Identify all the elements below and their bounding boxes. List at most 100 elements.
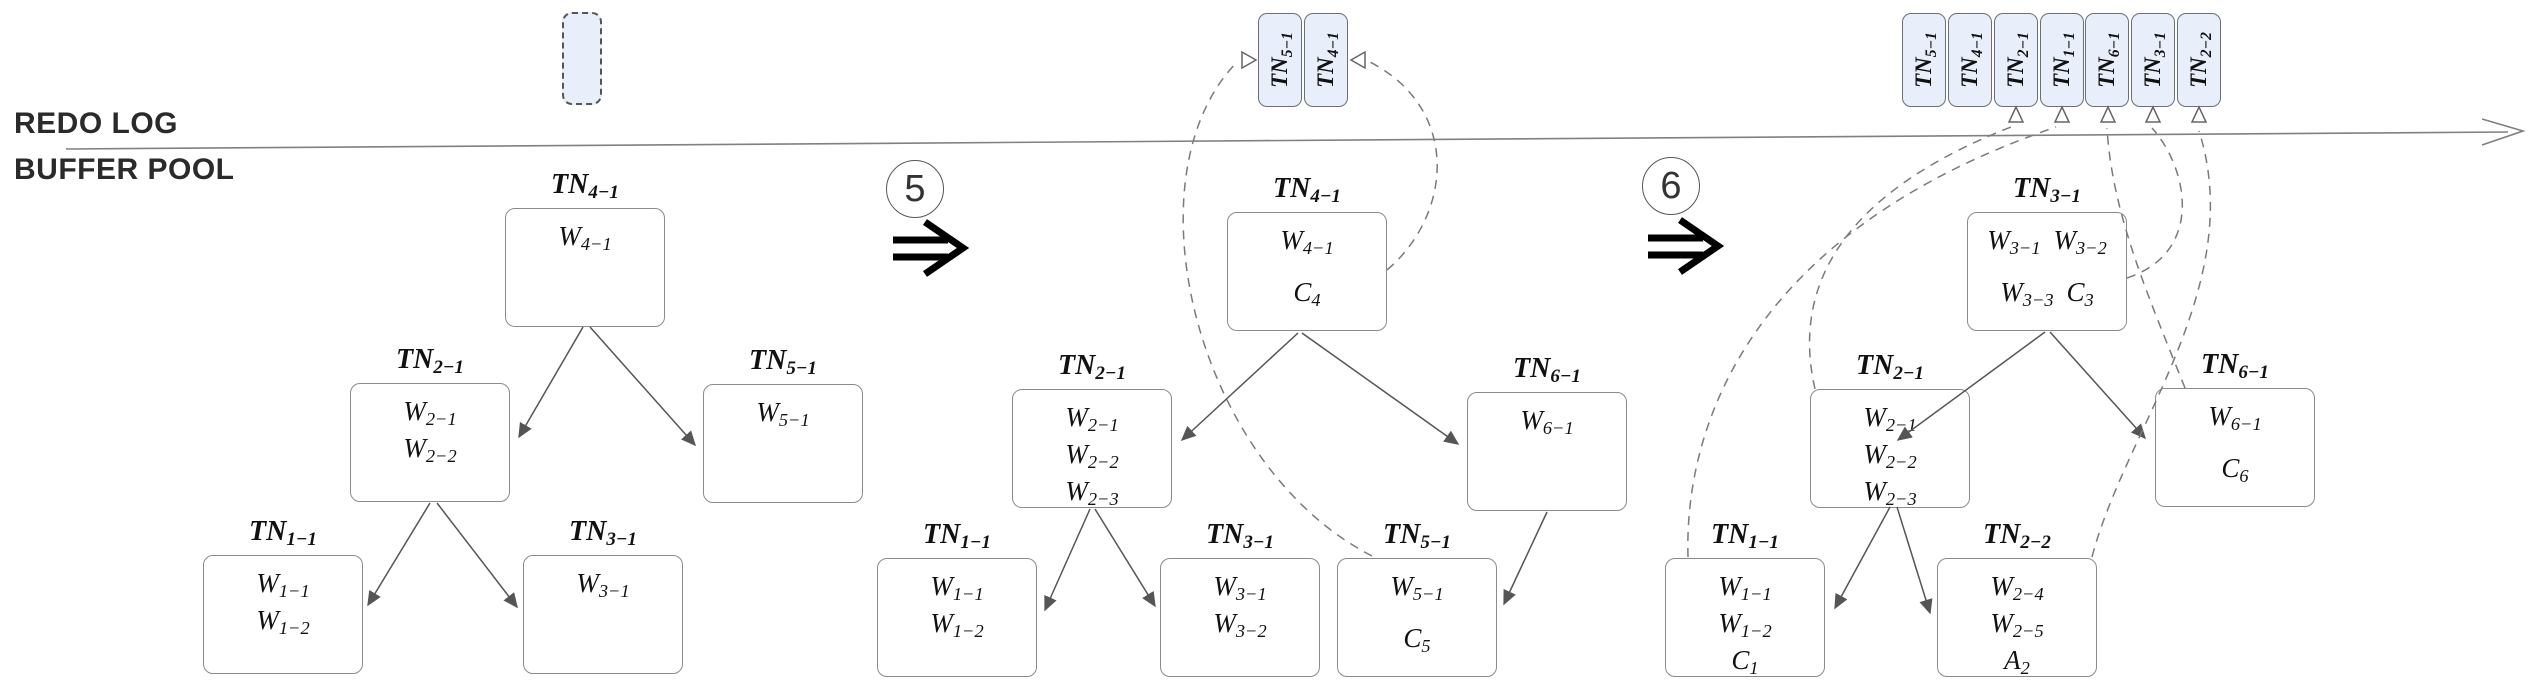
node-record-row: W1−2 [204,602,362,639]
tree1-edges [367,326,696,609]
tree2-edges [1044,332,1548,612]
tree-node-t1-tn5-1: W5−1 [703,384,863,503]
node-record: C3 [2066,277,2094,310]
redo-log-axis [65,118,2526,150]
tree-node-t2-tn6-1: W6−1 [1467,392,1627,511]
node-record: W1−1 [256,568,310,601]
node-record: A2 [2004,645,2030,678]
redo-log-label: REDO LOG [14,107,179,140]
node-record: W5−1 [1390,571,1444,604]
node-record-row: W2−4 [1938,568,2096,605]
redo-entry-right-TN6−1: TN6−1 [2085,13,2129,107]
node-record-row: W4−1 [1228,222,1386,259]
node-label-text: TN2−2 [1983,519,2051,553]
tree3-edges [1834,331,2147,615]
node-record-row: W1−2 [878,605,1036,642]
node-label-t2-tn6-1: TN6−1 [1457,353,1637,387]
node-record: W2−2 [403,433,457,466]
node-label-text: TN2−1 [1058,350,1126,384]
node-record-row: W2−3 [1013,473,1171,510]
node-record-row: W2−2 [351,430,509,467]
node-label-text: TN2−1 [396,344,464,378]
node-label-text: TN3−1 [1206,519,1274,553]
node-label-t2-tn1-1: TN1−1 [867,520,1047,553]
step-6-badge: 6 [1642,157,1700,215]
node-record: W2−4 [1990,571,2044,604]
node-label-t1-tn4-1: TN4−1 [495,170,675,203]
node-label-t3-tn1-1: TN1−1 [1655,520,1835,553]
node-record-row: W5−1 [1338,568,1496,605]
node-label-t1-tn2-1: TN2−1 [340,344,520,378]
node-label-text: TN6−1 [1513,353,1581,387]
node-record: W6−1 [1520,405,1574,438]
node-record: W1−1 [1718,571,1772,604]
step-6-number: 6 [1660,164,1682,207]
node-record: W2−2 [1065,439,1119,472]
node-label-t2-tn5-1: TN5−1 [1327,519,1507,553]
node-record-row: W3−1 [1161,568,1319,605]
node-record-row: W1−1 [204,565,362,602]
node-record: W3−1 [1213,571,1267,604]
node-label-t2-tn2-1: TN2−1 [1002,350,1182,384]
node-record: W3−1 [1987,225,2041,258]
node-label-text: TN2−1 [1856,350,1924,384]
node-record-row: W2−1 [351,393,509,430]
flush-curves-middle [1182,50,1438,557]
node-record-row: W3−2 [1161,605,1319,642]
node-label-t1-tn1-1: TN1−1 [193,516,373,550]
node-record-row: C1 [1666,642,1824,679]
node-label-t1-tn3-1: TN3−1 [513,517,693,550]
node-label-t2-tn4-1: TN4−1 [1217,174,1397,207]
node-record: W1−2 [1718,608,1772,641]
node-record: W3−2 [2053,225,2107,258]
node-record-row: W4−1 [506,218,664,255]
node-record-row: W2−5 [1938,605,2096,642]
tree-node-t1-tn3-1: W3−1 [523,555,683,674]
node-record-row: C5 [1338,620,1496,657]
step-5-number: 5 [904,167,926,210]
node-label-t3-tn3-1: TN3−1 [1957,174,2137,207]
node-record: W2−5 [1990,608,2044,641]
double-arrow-icon-5 [893,219,970,277]
node-record: W4−1 [558,221,612,254]
node-record: W1−1 [930,571,984,604]
node-label-text: TN1−1 [249,516,317,550]
redo-entry-right-TN4−1: TN4−1 [1948,13,1992,107]
node-record: W2−1 [403,396,457,429]
redo-entry-mid-TN4−1: TN4−1 [1304,13,1348,107]
node-label-t2-tn3-1: TN3−1 [1150,519,1330,553]
buffer-pool-label: BUFFER POOL [14,153,235,186]
redo-entry-right-TN2−2: TN2−2 [2177,13,2221,107]
node-label-t3-tn6-1: TN6−1 [2145,350,2325,383]
node-record: W2−2 [1863,439,1917,472]
redo-log-empty-slot [562,12,602,105]
double-arrow-icon-6 [1648,217,1725,275]
node-record-row: W6−1 [2156,398,2314,435]
node-record-row: W1−1 [1666,568,1824,605]
node-record-row: W1−2 [1666,605,1824,642]
node-record-row: W2−3 [1811,473,1969,510]
node-record: W5−1 [756,397,810,430]
node-record: W3−1 [576,568,630,601]
node-record: W2−3 [1863,476,1917,509]
node-label-t3-tn2-1: TN2−1 [1800,350,1980,384]
node-record-row: W1−1 [878,568,1036,605]
node-record: W1−2 [256,605,310,638]
node-record: W2−1 [1065,402,1119,435]
tree-node-t1-tn4-1: W4−1 [505,208,665,327]
node-label-text: TN5−1 [1383,519,1451,553]
flush-curves-right [1687,105,2211,558]
